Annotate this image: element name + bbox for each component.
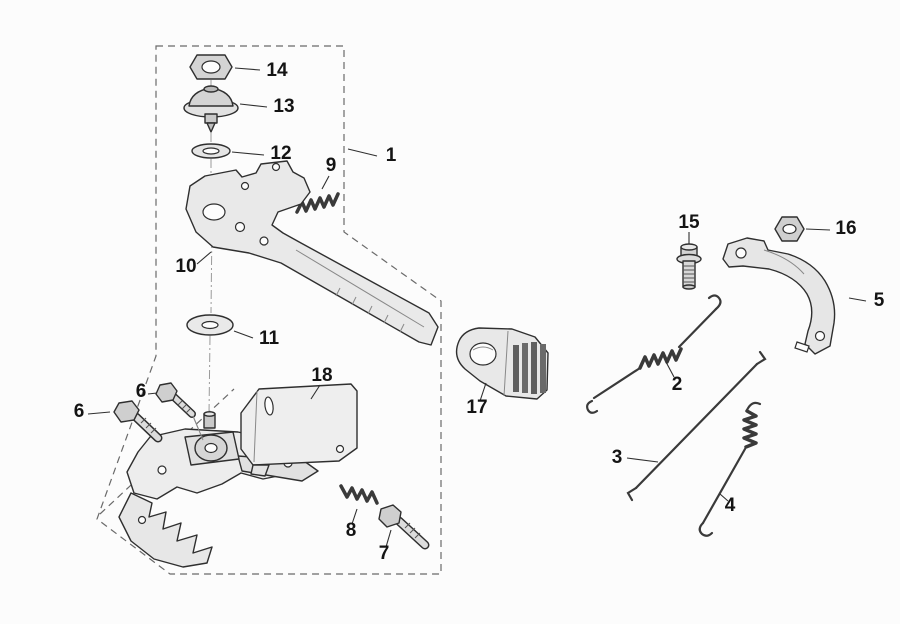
leader-13 bbox=[239, 103, 268, 108]
part-label-9: 9 bbox=[321, 155, 337, 190]
part-15-bolt bbox=[676, 243, 702, 290]
part-10-bracket bbox=[185, 160, 439, 346]
part-label-3: 3 bbox=[612, 447, 659, 468]
part-label-18: 18 bbox=[310, 365, 333, 400]
leader-2 bbox=[665, 361, 675, 378]
dashed-boundary bbox=[96, 45, 442, 575]
part-label-16: 16 bbox=[805, 218, 857, 239]
label-3: 3 bbox=[612, 447, 623, 468]
leader-3 bbox=[626, 457, 659, 463]
label-1: 1 bbox=[386, 145, 397, 166]
leader-9 bbox=[321, 175, 330, 190]
label-15: 15 bbox=[678, 212, 700, 233]
leader-12 bbox=[231, 151, 265, 156]
part-5-lever bbox=[722, 237, 836, 355]
part-label-15: 15 bbox=[678, 212, 700, 244]
part-11-washer bbox=[186, 314, 234, 336]
part-label-6-lower: 6 bbox=[74, 401, 111, 422]
leader-6-lower bbox=[87, 411, 111, 415]
leader-10 bbox=[196, 251, 212, 265]
label-9: 9 bbox=[326, 155, 337, 176]
part-14-nut bbox=[189, 54, 233, 80]
leader-17 bbox=[479, 382, 487, 402]
part-18-bracket bbox=[240, 383, 358, 477]
label-17: 17 bbox=[466, 397, 487, 418]
boundary-inner-diagonal bbox=[99, 388, 235, 515]
label-11: 11 bbox=[259, 328, 280, 349]
part-label-2: 2 bbox=[665, 361, 683, 395]
leader-1 bbox=[347, 148, 378, 157]
part-3-rod bbox=[626, 350, 767, 502]
part-label-4: 4 bbox=[719, 493, 736, 516]
part-6-bolt-lower bbox=[113, 400, 163, 443]
label-7: 7 bbox=[379, 543, 390, 564]
part-16-nut bbox=[774, 216, 805, 242]
part-label-6-upper: 6 bbox=[136, 381, 158, 402]
label-4: 4 bbox=[725, 495, 736, 516]
part-label-12: 12 bbox=[231, 143, 292, 164]
leader-14 bbox=[234, 67, 261, 71]
label-6-lower: 6 bbox=[74, 401, 85, 422]
part-12-washer bbox=[191, 143, 231, 159]
part-label-11: 11 bbox=[233, 328, 280, 349]
label-13: 13 bbox=[273, 96, 294, 117]
part-2-spring bbox=[586, 294, 722, 414]
leader-18 bbox=[310, 384, 321, 400]
part-13-mount bbox=[183, 85, 239, 133]
part-label-7: 7 bbox=[379, 529, 392, 564]
part-label-13: 13 bbox=[239, 96, 295, 117]
part-label-8: 8 bbox=[346, 508, 358, 541]
part-label-10: 10 bbox=[175, 251, 212, 277]
part-4-spring bbox=[698, 401, 762, 537]
part-6-bolt-upper bbox=[155, 382, 204, 441]
leader-16 bbox=[805, 228, 831, 231]
label-8: 8 bbox=[346, 520, 357, 541]
label-10: 10 bbox=[175, 256, 196, 277]
leader-4 bbox=[719, 493, 729, 502]
leader-8 bbox=[351, 508, 358, 525]
part-9-spring bbox=[295, 192, 340, 214]
leader-7 bbox=[385, 529, 392, 548]
part-8-spring bbox=[339, 484, 379, 505]
label-16: 16 bbox=[835, 218, 856, 239]
leader-11 bbox=[233, 330, 254, 339]
leader-5 bbox=[848, 297, 867, 302]
part-label-17: 17 bbox=[466, 382, 488, 418]
leader-6-upper bbox=[147, 392, 158, 395]
part-labels: 14 13 12 1 9 10 11 18 bbox=[74, 60, 885, 564]
part-17-clamp bbox=[455, 327, 549, 400]
part-label-1: 1 bbox=[347, 145, 397, 166]
label-6-upper: 6 bbox=[136, 381, 147, 402]
label-5: 5 bbox=[874, 290, 885, 311]
part-label-14: 14 bbox=[234, 60, 288, 81]
part-label-5: 5 bbox=[848, 290, 885, 311]
part-7-bolt bbox=[378, 504, 430, 550]
label-2: 2 bbox=[672, 374, 683, 395]
label-12: 12 bbox=[270, 143, 291, 164]
label-18: 18 bbox=[311, 365, 332, 386]
label-14: 14 bbox=[266, 60, 288, 81]
